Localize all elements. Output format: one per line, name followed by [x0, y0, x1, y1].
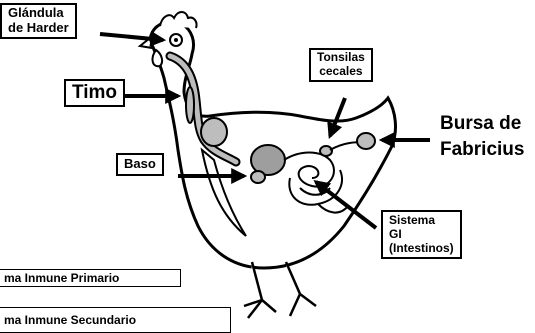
legs — [244, 262, 316, 318]
label-sistema-gi-line-3: (Intestinos) — [389, 242, 454, 256]
cecal-tonsil-organ — [320, 146, 332, 156]
legend-sistema-secundario: ma Inmune Secundario — [0, 307, 231, 333]
label-bursa-fabricius: Bursa de Fabricius — [440, 111, 524, 162]
spleen-organ — [251, 171, 265, 183]
label-sistema-gi: Sistema GI (Intestinos) — [381, 210, 462, 259]
label-sistema-gi-line-1: Sistema — [389, 214, 454, 228]
label-tonsilas-line-2: cecales — [317, 65, 365, 79]
label-tonsilas-cecales: Tonsilas cecales — [309, 48, 373, 82]
label-glandula-harder: Glándula de Harder — [0, 3, 77, 39]
label-bursa-line-1: Bursa de — [440, 111, 524, 137]
bursa-organ — [357, 133, 375, 149]
comb — [160, 12, 197, 28]
label-glandula-harder-line-1: Glándula — [8, 6, 69, 21]
thymus-organ — [186, 87, 194, 123]
label-timo: Timo — [64, 79, 125, 107]
label-tonsilas-line-1: Tonsilas — [317, 51, 365, 65]
label-sistema-gi-line-2: GI — [389, 228, 454, 242]
legend-sistema-primario: ma Inmune Primario — [0, 269, 181, 287]
label-bursa-line-2: Fabricius — [440, 137, 524, 163]
crop-organ — [201, 118, 227, 146]
eye-pupil — [174, 38, 178, 42]
label-glandula-harder-line-2: de Harder — [8, 21, 69, 36]
label-baso: Baso — [116, 153, 164, 176]
